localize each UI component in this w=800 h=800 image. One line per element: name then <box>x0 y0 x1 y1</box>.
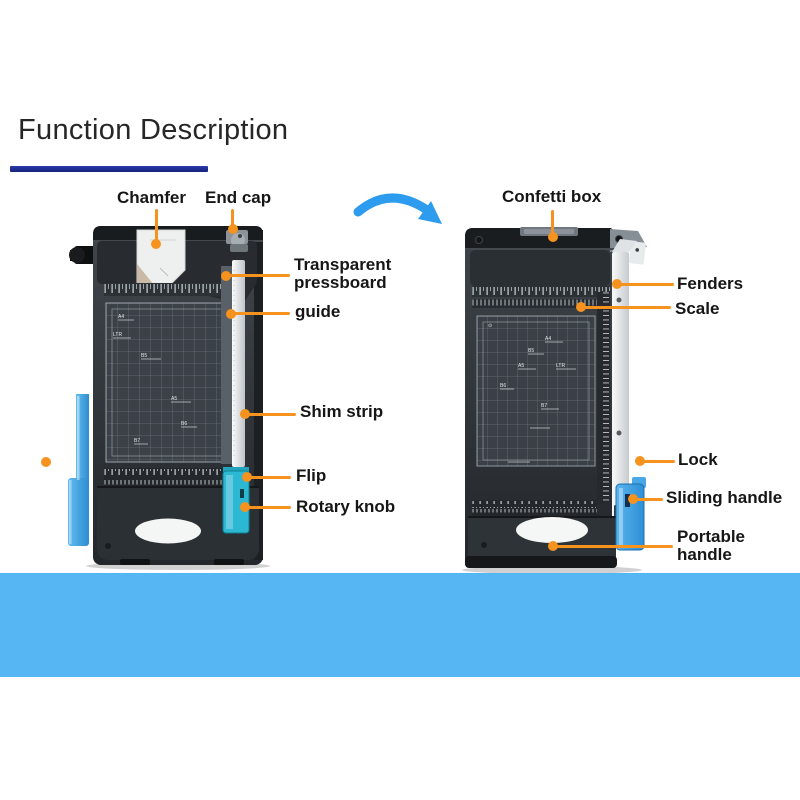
leader-dot-pressboard <box>221 271 231 281</box>
callout-end-cap: End cap <box>205 188 272 207</box>
page-title: Function Description <box>18 114 289 146</box>
leader-dot-scale <box>576 302 586 312</box>
svg-text:A5: A5 <box>518 363 524 369</box>
left-carry-handle <box>68 394 89 546</box>
sliding-handle-part <box>615 477 646 551</box>
callout-sliding-handle: Sliding handle <box>666 488 783 507</box>
leader-dot-guide <box>226 309 236 319</box>
svg-text:A4: A4 <box>118 314 124 320</box>
callout-chamfer: Chamfer <box>117 188 186 207</box>
cutting-grid: A4 LTR B5 A5 B6 B7 <box>105 302 244 463</box>
leader-line-confetti-box <box>551 210 554 236</box>
rotary-knob-slider <box>222 467 250 534</box>
leader-dot-sliding-handle <box>628 494 638 504</box>
callout-portable-handle: Portable handle <box>677 527 746 564</box>
svg-text:LTR: LTR <box>113 332 122 338</box>
callout-confetti-box: Confetti box <box>502 187 602 206</box>
leader-line-shim-strip <box>247 413 296 416</box>
callout-scale: Scale <box>675 299 720 318</box>
cutting-grid: A4 B5 A5 LTR B6 B7 ⊙ <box>476 315 596 467</box>
vertical-scale <box>597 292 610 504</box>
leader-dot-chamfer <box>151 239 161 249</box>
base <box>465 516 617 568</box>
leader-line-end-cap <box>231 209 234 227</box>
svg-text:B7: B7 <box>134 438 140 444</box>
leader-dot-fenders <box>612 279 622 289</box>
leader-dot-rotary-knob <box>240 502 250 512</box>
leader-dot-lock <box>635 456 645 466</box>
right-trimmer-image: A4 B5 A5 LTR B6 B7 ⊙ <box>462 227 647 574</box>
leader-line-rotary-knob <box>247 506 291 509</box>
leader-line-portable-handle <box>556 545 673 548</box>
leader-line-chamfer <box>155 209 158 242</box>
callout-guide: guide <box>295 302 341 321</box>
leader-line-scale <box>584 306 671 309</box>
leader-line-sliding-handle <box>636 498 663 501</box>
leader-dot-shim-strip <box>240 409 250 419</box>
clamp-knob <box>69 246 98 264</box>
bottom-banner <box>0 573 800 677</box>
leader-dot-unlabeled <box>41 457 51 467</box>
confetti-box-tab <box>520 227 578 236</box>
hand-hole <box>135 518 201 544</box>
hand-hole <box>516 517 588 543</box>
svg-text:B7: B7 <box>541 403 547 409</box>
curved-arrow-icon <box>353 193 442 224</box>
callout-transparent-pressboard: Transparent pressboard <box>294 255 392 292</box>
title-underline <box>10 166 208 172</box>
leader-dot-confetti-box <box>548 232 558 242</box>
leader-dot-flip <box>242 472 252 482</box>
svg-text:B6: B6 <box>181 421 187 427</box>
svg-text:B6: B6 <box>500 383 506 389</box>
right-trimmer: A4 B5 A5 LTR B6 B7 ⊙ <box>462 227 647 574</box>
leader-line-fenders <box>620 283 674 286</box>
callout-flip: Flip <box>296 466 327 485</box>
base <box>97 486 259 565</box>
callout-lock: Lock <box>678 450 718 469</box>
corner-bracket <box>628 241 646 265</box>
svg-text:B5: B5 <box>528 348 534 354</box>
svg-text:A5: A5 <box>171 396 177 402</box>
svg-text:B5: B5 <box>141 353 147 359</box>
ruler-horizontal <box>104 283 244 296</box>
leader-dot-portable-handle <box>548 541 558 551</box>
leader-line-guide <box>233 312 290 315</box>
svg-text:⊙: ⊙ <box>488 323 492 329</box>
leader-dot-end-cap <box>228 224 238 234</box>
svg-text:A4: A4 <box>545 336 551 342</box>
leader-line-flip <box>249 476 291 479</box>
shim-strip-rail <box>232 260 245 467</box>
left-trimmer: A4 LTR B5 A5 B6 B7 <box>68 226 270 570</box>
left-trimmer-image: A4 LTR B5 A5 B6 B7 <box>68 226 270 570</box>
callout-rotary-knob: Rotary knob <box>296 497 396 516</box>
leader-line-pressboard <box>228 274 290 277</box>
callout-shim-strip: Shim strip <box>300 402 384 421</box>
ruler-horizontal <box>472 286 610 308</box>
svg-text:LTR: LTR <box>556 363 565 369</box>
leader-line-lock <box>643 460 675 463</box>
callout-fenders: Fenders <box>677 274 744 293</box>
guide-bar <box>221 266 232 464</box>
